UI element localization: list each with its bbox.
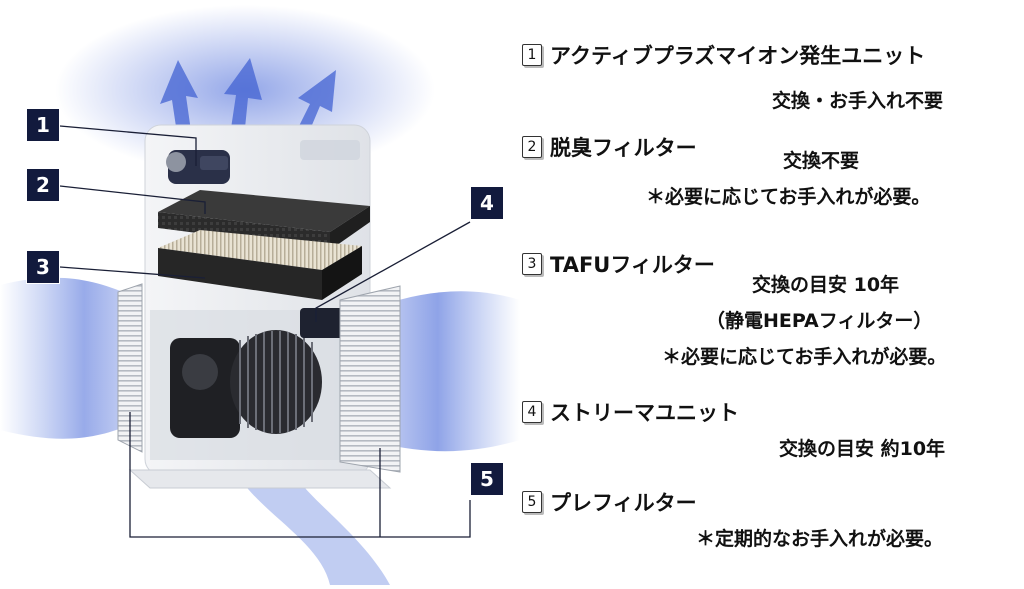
component-1-note-1: 交換・お手入れ不要 xyxy=(772,90,944,112)
component-3-number: 3 xyxy=(522,253,542,275)
component-2-heading: 2 脱臭フィルター xyxy=(522,132,697,162)
component-1-heading: 1 アクティブプラズマイオン発生ユニット xyxy=(522,40,925,70)
component-5-note-1: ＊定期的なお手入れが必要。 xyxy=(696,528,944,550)
airflow-right xyxy=(370,291,520,452)
callout-2: 2 xyxy=(26,168,60,202)
component-2-note-1: 交換不要 xyxy=(783,150,860,172)
leader-lines xyxy=(59,125,471,538)
component-5-heading: 5 プレフィルター xyxy=(522,487,697,517)
unit-base xyxy=(128,469,392,489)
prefilter-right xyxy=(339,285,401,473)
callout-4: 4 xyxy=(470,186,504,220)
component-3-note-2: （静電HEPAフィルター） xyxy=(706,310,933,332)
component-1-name: アクティブプラズマイオン発生ユニット xyxy=(550,44,926,68)
component-3-note-3: ＊必要に応じてお手入れが必要。 xyxy=(662,346,947,368)
component-5-number: 5 xyxy=(522,491,542,513)
callout-1: 1 xyxy=(26,108,60,142)
airflow-bottom xyxy=(235,465,390,585)
component-3-name: TAFUフィルター xyxy=(550,253,715,277)
component-4-note-1: 交換の目安 約10年 xyxy=(779,438,946,460)
component-3-note-1: 交換の目安 10年 xyxy=(752,274,900,296)
plasma-ion-unit xyxy=(166,150,230,184)
component-2-note-2: ＊必要に応じてお手入れが必要。 xyxy=(646,186,931,208)
fan-icon xyxy=(170,330,322,438)
purifier-illustration xyxy=(0,5,520,585)
component-4-heading: 4 ストリーマユニット xyxy=(522,397,739,427)
component-4-number: 4 xyxy=(522,401,542,423)
component-3-heading: 3 TAFUフィルター xyxy=(522,249,715,279)
component-1-number: 1 xyxy=(522,44,542,66)
callout-3: 3 xyxy=(26,250,60,284)
purifier-diagram: 1 2 3 4 5 xyxy=(0,5,520,585)
airflow-left xyxy=(0,277,140,439)
component-2-number: 2 xyxy=(522,136,542,158)
prefilter-left xyxy=(117,283,143,453)
component-4-name: ストリーマユニット xyxy=(550,401,739,425)
component-2-name: 脱臭フィルター xyxy=(550,136,697,160)
callout-5: 5 xyxy=(470,462,504,496)
component-5-name: プレフィルター xyxy=(550,491,697,515)
tafu-filter xyxy=(158,230,362,300)
streamer-unit xyxy=(300,308,346,338)
